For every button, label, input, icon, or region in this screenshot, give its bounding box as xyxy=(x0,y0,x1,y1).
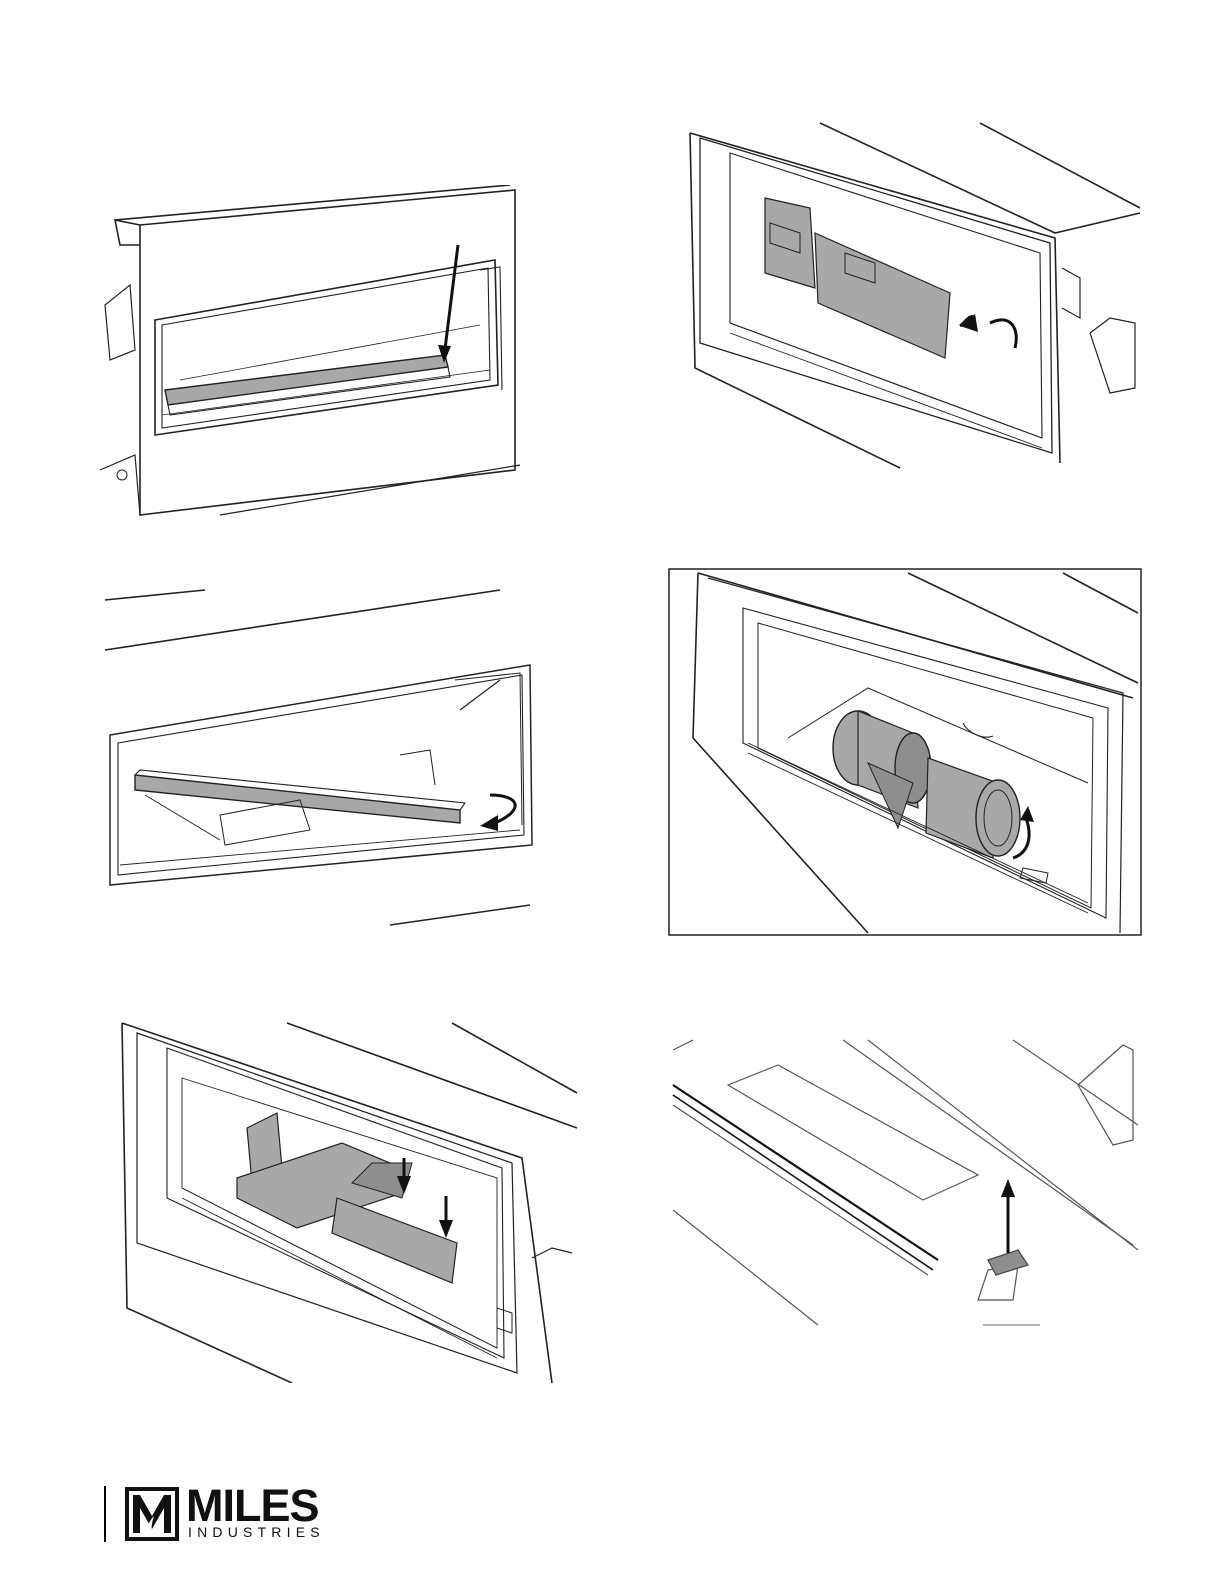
figure-burner-tray-removal xyxy=(100,585,540,935)
logo-subtitle: INDUSTRIES xyxy=(188,1524,325,1540)
figure-valve-plate-lift xyxy=(670,118,1150,473)
figure-burner-tray-installed xyxy=(100,185,540,520)
logo-emblem-icon xyxy=(124,1486,180,1542)
brand-logo: MILES INDUSTRIES xyxy=(124,1486,334,1544)
figure-blower-removal xyxy=(668,568,1142,936)
footer-divider xyxy=(104,1486,106,1542)
figure-top-access-panel xyxy=(668,1035,1140,1330)
figure-valve-plate-install xyxy=(112,1018,582,1383)
